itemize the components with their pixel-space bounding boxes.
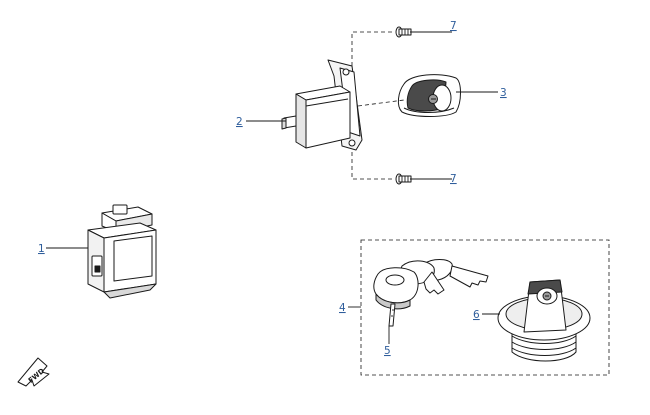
fuel-cap-icon (497, 279, 591, 362)
forward-arrow-icon: FWD (17, 357, 50, 387)
lock-set-kit-icon (360, 239, 610, 376)
callout-1[interactable]: 1 (38, 243, 45, 255)
assembly-guide-lines (351, 31, 405, 180)
callout-7-upper[interactable]: 7 (450, 20, 457, 32)
callout-7-lower[interactable]: 7 (450, 173, 457, 185)
callout-6[interactable]: 6 (473, 309, 480, 321)
callout-3[interactable]: 3 (500, 87, 507, 99)
callout-4[interactable]: 4 (339, 302, 346, 314)
lock-cover-icon (397, 74, 461, 117)
callouts: 1 2 3 4 5 6 7 7 (38, 20, 507, 357)
control-module-icon (87, 204, 157, 299)
screw-icon (395, 26, 412, 185)
callout-5[interactable]: 5 (384, 345, 391, 357)
seat-lock-actuator-icon (281, 59, 363, 151)
leader-lines (46, 31, 500, 344)
key-fob-icon (373, 259, 489, 327)
callout-2[interactable]: 2 (236, 116, 243, 128)
